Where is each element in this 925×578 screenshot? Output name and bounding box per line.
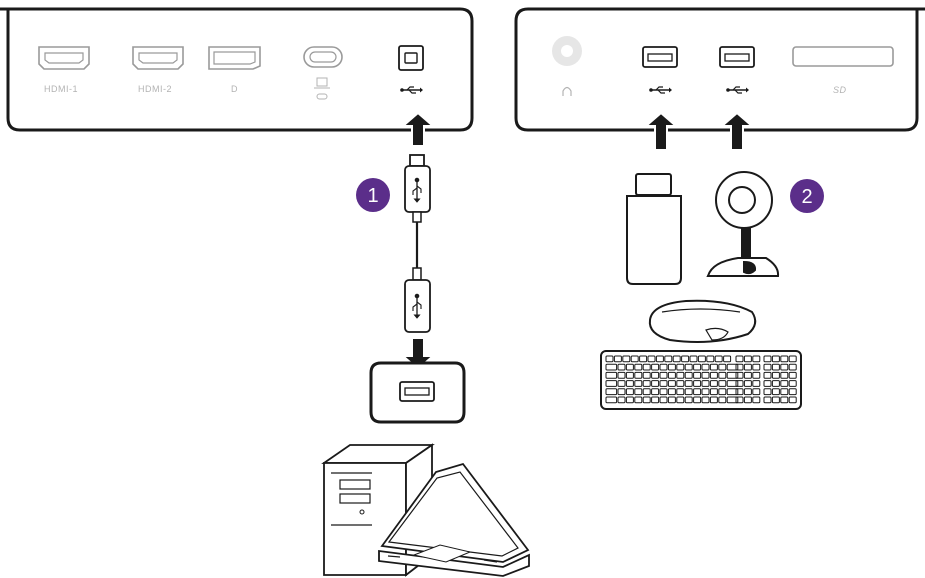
mouse-icon	[648, 299, 757, 343]
keyboard-icon	[600, 350, 802, 410]
displayport-label: D	[231, 84, 238, 94]
hdmi-1-port-icon	[38, 46, 90, 70]
hdmi-2-port-icon	[132, 46, 184, 70]
headphone-jack-icon	[552, 36, 582, 96]
arrow-up-icon	[400, 111, 436, 147]
usb-b-port-icon	[398, 45, 424, 71]
usb-icon	[400, 86, 423, 94]
step-2-badge: 2	[790, 179, 824, 213]
monitor-rear-panel-left: HDMI-1 HDMI-2 D	[0, 7, 474, 132]
webcam-icon	[706, 171, 780, 277]
usb-a-port-2-icon	[719, 46, 755, 68]
usb-a-port-1-icon	[642, 46, 678, 68]
displayport-icon	[208, 46, 261, 70]
usb-flash-drive-icon	[626, 173, 682, 285]
usb-cable-icon	[404, 154, 431, 333]
usb-c-port-icon	[303, 46, 343, 100]
laptop-icon	[378, 462, 530, 577]
usb-icon	[726, 86, 749, 94]
sd-card-slot-icon	[792, 46, 894, 67]
usb-icon	[649, 86, 672, 94]
step-1-number: 1	[367, 185, 378, 207]
hdmi-2-label: HDMI-2	[138, 84, 172, 94]
sd-card-label: SD	[833, 85, 847, 95]
computer-usb-port-callout	[369, 361, 466, 424]
hdmi-1-label: HDMI-1	[44, 84, 78, 94]
arrow-up-icon	[719, 111, 755, 151]
step-1-badge: 1	[356, 178, 390, 212]
arrow-up-icon	[643, 111, 679, 151]
monitor-rear-panel-right: SD	[514, 7, 925, 132]
step-2-number: 2	[801, 186, 812, 208]
